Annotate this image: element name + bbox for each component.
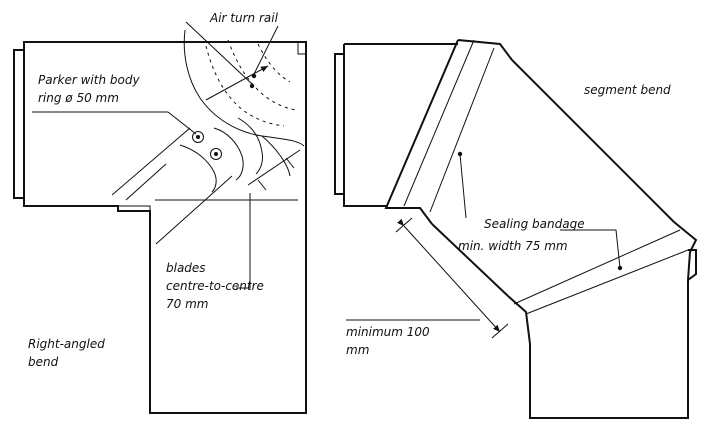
air-turn-rail-leader-1: [185, 21, 253, 85]
vane-dashed-3: [257, 43, 291, 83]
vane-short-3: [237, 117, 263, 175]
blade-dimension-line: [247, 149, 301, 186]
air-turn-rail-label: Air turn rail: [209, 11, 279, 25]
minimum-label-line2: mm: [346, 343, 369, 357]
segment-joint-1-inner: [403, 39, 495, 213]
minimum-label-line1: minimum 100: [346, 325, 430, 339]
vane-short-1: [179, 144, 217, 193]
parker-leader-diagonal: [167, 111, 197, 135]
blade-line-1: [111, 127, 191, 196]
right-angled-label-line2: bend: [28, 355, 59, 369]
right-angled-label-line1: Right-angled: [28, 337, 105, 351]
vane-dashed-1: [205, 45, 285, 127]
parker-label-line2: ring ø 50 mm: [38, 91, 119, 105]
blades-label-line3: 70 mm: [166, 297, 208, 311]
inner-corner-offset: [297, 42, 306, 55]
blade-dimension-tick-1: [257, 179, 267, 191]
segment-bend: [334, 39, 698, 419]
parker-circle-2: [210, 148, 222, 160]
air-turn-rail-dot-2: [251, 73, 257, 79]
air-turn-rail-dot-1: [249, 83, 255, 89]
minimum-dimension-tick-1: [395, 217, 413, 233]
air-turn-rail-arrow: [205, 65, 269, 101]
segment-joint-1: [384, 39, 513, 225]
sealing-label-line1: Sealing bandage: [484, 217, 585, 231]
parker-circle-1: [192, 131, 204, 143]
vane-outer: [183, 29, 305, 147]
vane-tail: [261, 135, 291, 177]
segment-bend-label: segment bend: [584, 83, 671, 97]
left-collar: [13, 49, 24, 199]
sealing-label-line2: min. width 75 mm: [458, 239, 568, 253]
vane-short-2: [213, 127, 244, 181]
parker-dot-2: [214, 152, 218, 156]
segment-joint-2-inner: [513, 229, 689, 315]
vane-dashed-2: [227, 39, 297, 111]
inner-lip: [118, 205, 151, 242]
blades-label-line1: blades: [166, 261, 206, 275]
parker-dot-1: [196, 135, 200, 139]
parker-label-line1: Parker with body: [38, 73, 140, 87]
blade-line-2: [155, 175, 233, 245]
segment-joint-2: [507, 221, 698, 345]
sealing-leader-2: [560, 229, 621, 269]
segment-inlet-collar: [334, 53, 344, 195]
blades-label-line2: centre-to-centre: [166, 279, 264, 293]
sealing-leader-1: [459, 153, 467, 219]
right-angled-bend: [13, 21, 307, 414]
segment-inlet-duct: [343, 43, 458, 207]
segment-outlet-duct: [529, 280, 689, 419]
segment-joint-2-collar: [687, 249, 697, 281]
blade-dimension-tick-2: [285, 157, 295, 169]
minimum-dimension-tick-2: [491, 323, 509, 339]
blades-leader: [236, 193, 251, 289]
air-turn-rail-leader-2: [253, 25, 279, 75]
blade-line-3: [125, 163, 167, 201]
minimum-dimension-arrow: [397, 218, 501, 333]
